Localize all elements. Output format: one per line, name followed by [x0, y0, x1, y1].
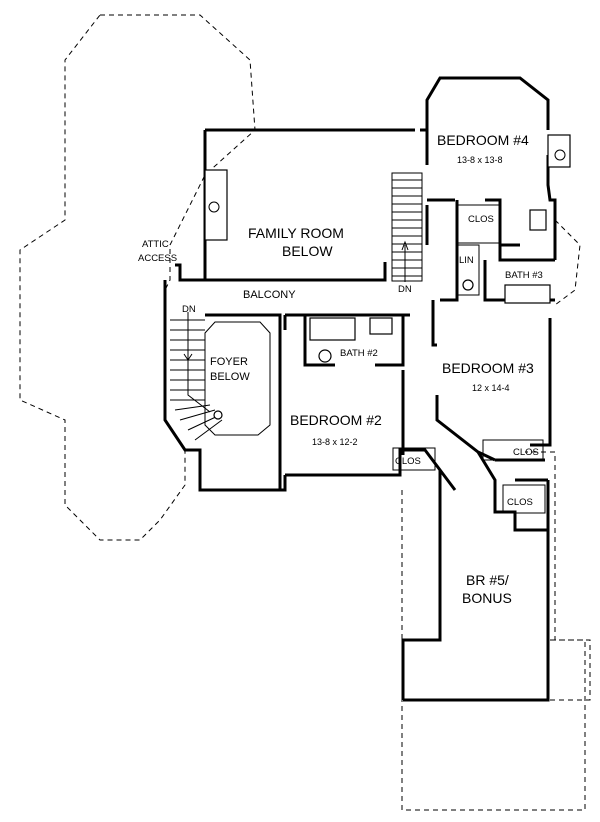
roof-outline-left: [19, 14, 256, 541]
balcony-label: BALCONY: [243, 289, 296, 301]
clos-label-bonus: CLOS: [507, 497, 533, 508]
bedroom3-dims: 12 x 14-4: [472, 383, 510, 393]
dn-label-left: DN: [182, 304, 196, 315]
bedroom4-dims: 13-8 x 13-8: [457, 155, 503, 165]
bath4-sink: [529, 209, 547, 231]
fireplace-icon: [208, 201, 220, 213]
foyer-label-2: BELOW: [210, 371, 250, 383]
bedroom3-label: BEDROOM #3: [442, 360, 534, 376]
foyer-label-1: FOYER: [210, 356, 248, 368]
br5-label-2: BONUS: [462, 590, 512, 606]
bath3-toilet: [462, 279, 474, 291]
clos-label-bed2: CLOS: [395, 456, 421, 467]
bath3-label: BATH #3: [505, 270, 543, 281]
stair-left: [170, 312, 223, 441]
stair-left-walls: [163, 263, 410, 492]
lin-label: LIN: [459, 255, 474, 266]
family-room-label-2: BELOW: [282, 243, 333, 259]
stair-right: [391, 172, 423, 282]
fireplace-bed4-icon: [554, 149, 566, 161]
bedroom2-walls: [280, 448, 457, 700]
foyer-octagon: [204, 321, 271, 436]
roof-outline-right-bath: [554, 219, 581, 306]
closet-bonus: [502, 484, 546, 514]
closet-bed3: [482, 439, 544, 461]
bedroom3-walls: [431, 300, 552, 462]
family-room-walls: [203, 128, 429, 282]
bath2-sink: [369, 317, 393, 335]
bath2-tub: [309, 317, 356, 341]
attic-label-1: ATTIC: [142, 239, 169, 250]
dn-label-right: DN: [398, 284, 412, 295]
clos-label-bed3: CLOS: [513, 447, 539, 458]
attic-label-2: ACCESS: [138, 253, 177, 264]
fireplace-bed4: [547, 134, 571, 168]
bath2-toilet: [318, 349, 332, 363]
family-room-label-1: FAMILY ROOM: [248, 225, 344, 241]
fireplace-family: [204, 169, 228, 241]
clos-label-bed4: CLOS: [468, 214, 494, 225]
bedroom4-walls: [425, 76, 557, 260]
roof-outline-bottom: [401, 451, 586, 811]
bonus-walls: [403, 451, 550, 702]
bedroom4-label: BEDROOM #4: [437, 132, 529, 148]
br5-label-1: BR #5/: [466, 572, 509, 588]
bedroom2-label: BEDROOM #2: [290, 412, 382, 428]
bath2-walls: [303, 315, 405, 455]
roof-outline-bottom-right: [550, 639, 591, 701]
closet-bed2: [392, 447, 436, 471]
bath3-tub: [504, 284, 551, 304]
bedroom2-dims: 13-8 x 12-2: [312, 437, 358, 447]
bath2-label: BATH #2: [340, 348, 378, 359]
